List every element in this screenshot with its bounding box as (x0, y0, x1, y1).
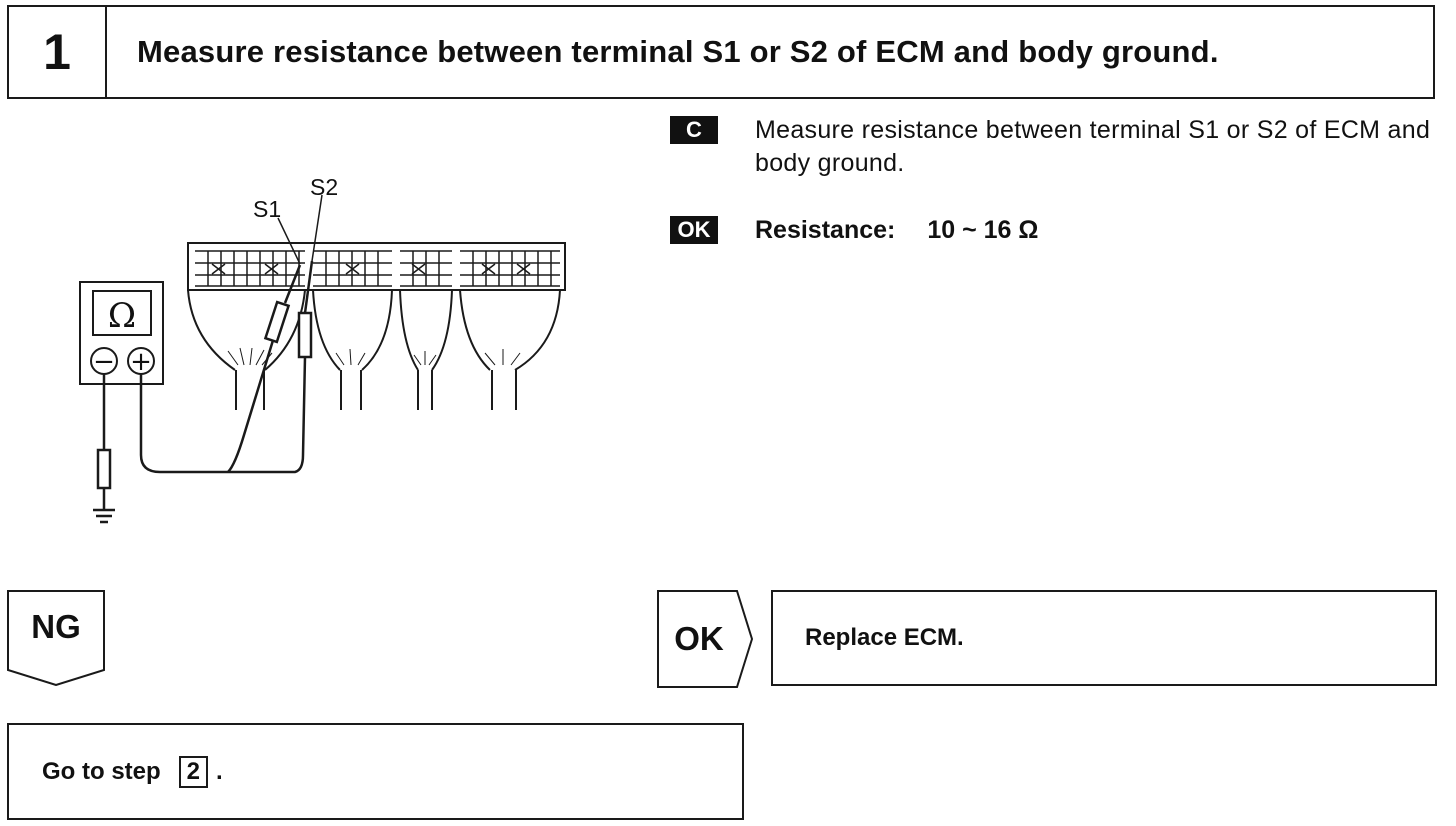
ng-branch-tab: NG (7, 590, 105, 686)
step-header: 1 Measure resistance between terminal S1… (7, 5, 1435, 99)
spec-label: Resistance: (755, 216, 896, 244)
replace-ecm-box: Replace ECM. (771, 590, 1437, 686)
step-title: Measure resistance between terminal S1 o… (137, 34, 1219, 69)
plus-terminal-label: + (130, 347, 152, 377)
ecm-connector-body (187, 242, 566, 410)
go-to-step-text: Go to step (42, 757, 161, 785)
terminal-pointers (277, 194, 323, 265)
go-to-step-period: . (216, 757, 223, 785)
ohm-symbol: Ω (108, 296, 136, 336)
ok-label: OK (674, 620, 724, 657)
ng-label: NG (31, 608, 81, 645)
check-tag: C (670, 116, 718, 144)
spec-value: 10 ~ 16 Ω (927, 216, 1039, 244)
step-reference-link[interactable]: 2 (178, 755, 209, 788)
check-text: Measure resistance between terminal S1 o… (755, 116, 1431, 177)
ecm-connector-diagram: Ω − + S1 S2 (79, 174, 566, 524)
ok-branch-tab: OK (657, 590, 753, 688)
replace-ecm-text: Replace ECM. (805, 624, 964, 651)
go-to-step-box: Go to step 2 . (7, 723, 744, 820)
ok-specification: OK Resistance: 10 ~ 16 Ω (670, 214, 1038, 247)
check-instruction: C Measure resistance between terminal S1… (670, 114, 1445, 180)
step-number: 1 (9, 7, 107, 97)
test-leads (93, 260, 314, 524)
minus-terminal-label: − (93, 347, 115, 377)
ok-tag: OK (670, 216, 718, 244)
s2-terminal-label: S2 (310, 174, 338, 200)
s1-terminal-label: S1 (253, 196, 281, 222)
